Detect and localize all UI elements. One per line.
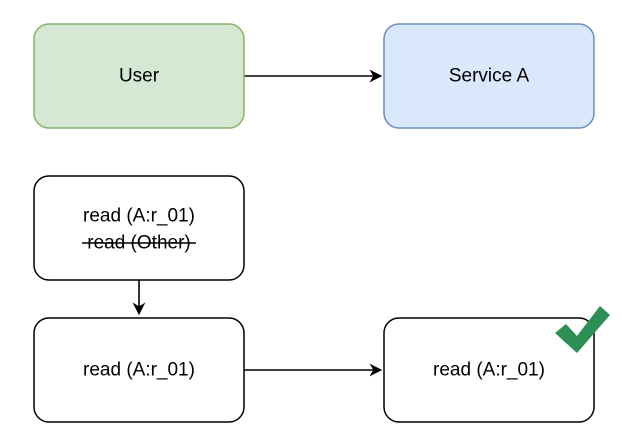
- node-middle[interactable]: read (A:r_01): [33, 317, 245, 423]
- service-a-box: [383, 23, 595, 129]
- middle-box: [33, 317, 245, 423]
- result-label: read (A:r_01): [433, 360, 545, 381]
- middle-label: read (A:r_01): [83, 360, 195, 381]
- checkmark-icon: [555, 306, 610, 353]
- permissions-box: [33, 175, 245, 281]
- node-result[interactable]: read (A:r_01): [383, 317, 595, 423]
- result-box: [383, 317, 595, 423]
- permissions-line-1: read (A:r_01): [83, 206, 195, 227]
- user-label: User: [119, 66, 160, 87]
- node-user[interactable]: User: [33, 23, 245, 129]
- user-box: [33, 23, 245, 129]
- node-service-a[interactable]: Service A: [383, 23, 595, 129]
- service-a-label: Service A: [449, 66, 530, 87]
- node-permissions[interactable]: read (A:r_01) read (Other): [33, 175, 245, 281]
